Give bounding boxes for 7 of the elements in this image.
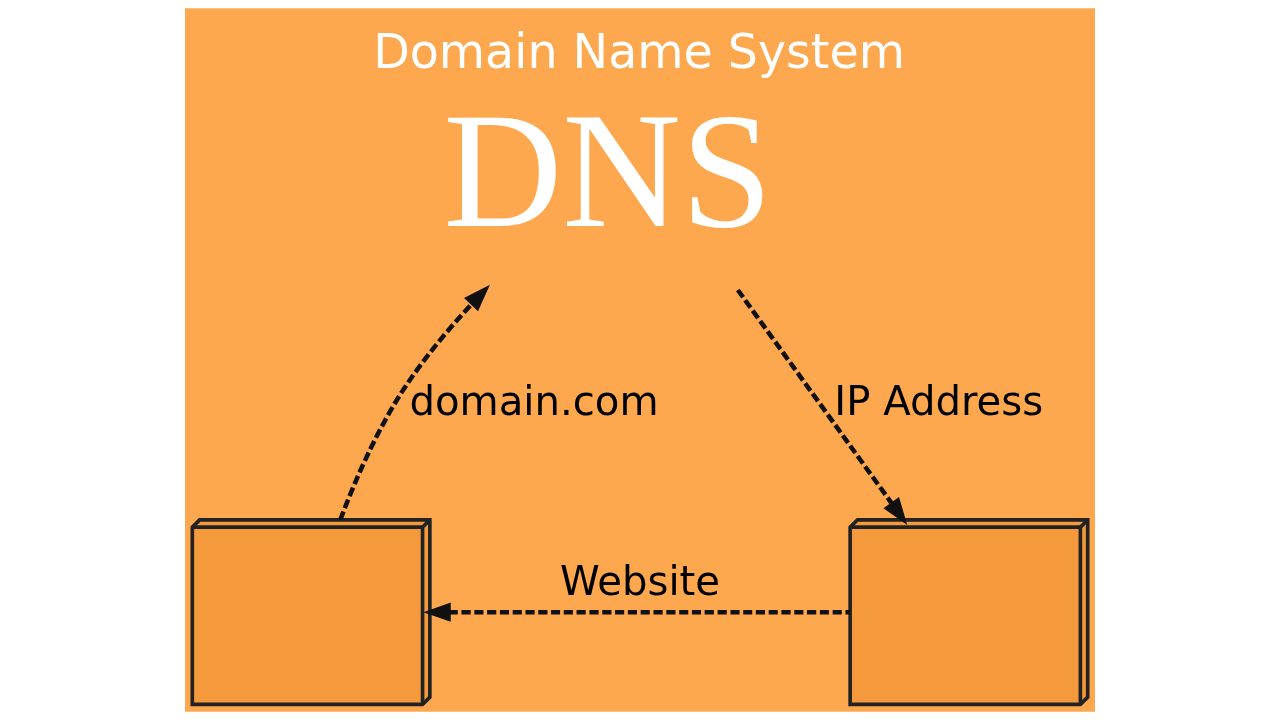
edge-label: Website [559, 557, 721, 604]
arrow [338, 284, 490, 521]
edge-label: IP Address [834, 378, 1044, 424]
edge-label: domain.com [409, 378, 659, 424]
node-text: Domain Name System DNS [373, 24, 905, 262]
arrow [735, 288, 908, 525]
arrow [423, 602, 851, 622]
